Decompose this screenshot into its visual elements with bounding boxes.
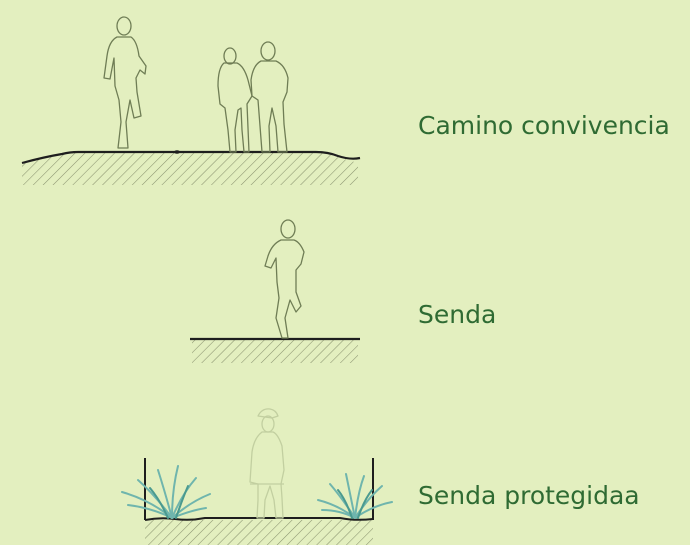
man-body — [250, 60, 289, 153]
section-label-senda-protegida: Senda protegidaa — [418, 481, 640, 510]
ground-hatch — [192, 339, 358, 363]
section-label-senda: Senda — [418, 300, 497, 329]
runner-silhouette — [264, 219, 305, 339]
section-senda — [190, 219, 360, 363]
section-label-camino-convivencia: Camino convivencia — [418, 111, 670, 140]
walking-person-silhouette — [103, 16, 147, 149]
faint-person-silhouette — [249, 408, 285, 519]
woman-body — [217, 62, 253, 153]
ground-line — [21, 150, 361, 165]
couple-silhouette — [217, 41, 289, 153]
man-head — [260, 41, 276, 61]
section-senda-protegida — [121, 408, 393, 545]
woman-head — [223, 47, 237, 65]
ground-line — [144, 517, 374, 521]
grass-clump-left-icon — [121, 465, 211, 519]
ground-hatch — [22, 152, 358, 185]
ground-hatch — [145, 520, 373, 545]
grass-clump-right-icon — [317, 473, 393, 519]
ground-bump — [174, 150, 180, 154]
section-camino-convivencia — [21, 16, 361, 185]
